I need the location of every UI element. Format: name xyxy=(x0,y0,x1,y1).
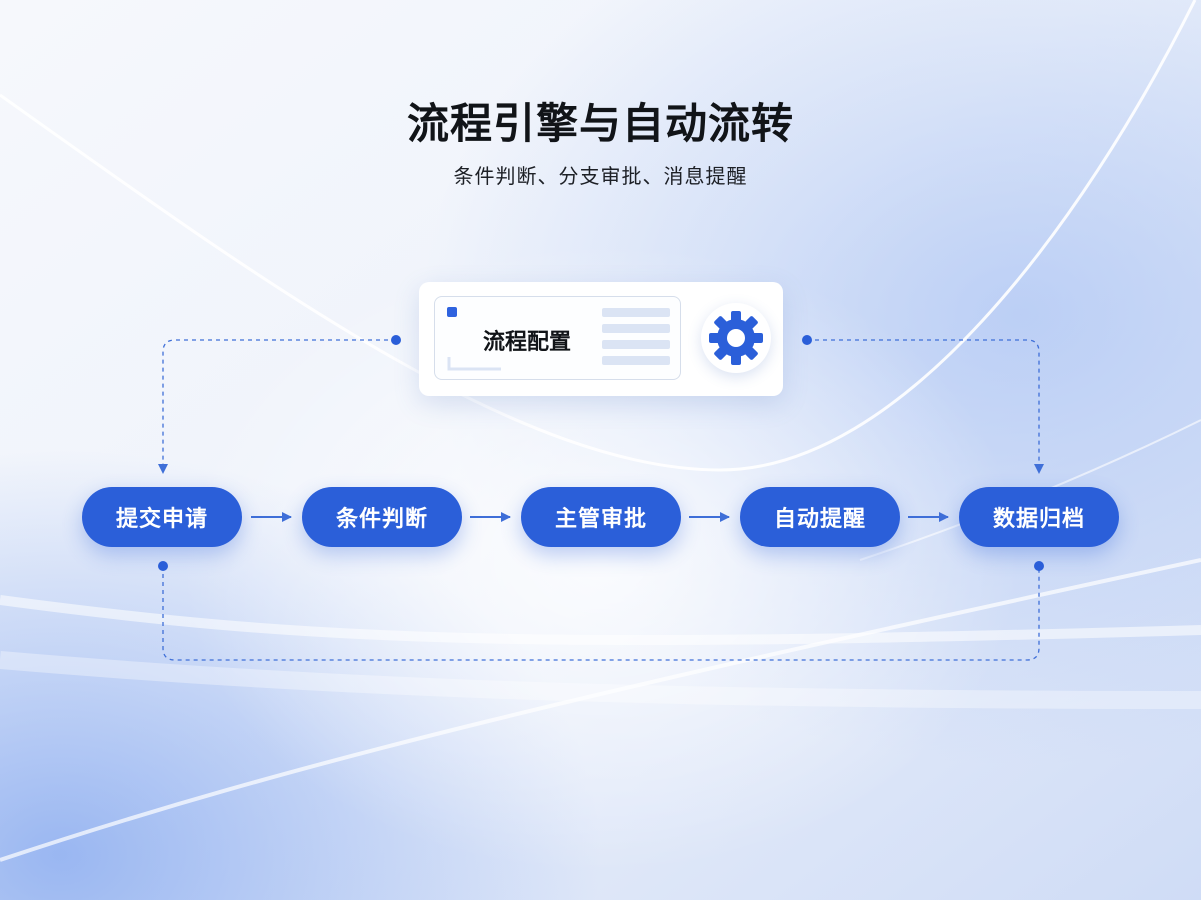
config-label: 流程配置 xyxy=(483,330,572,355)
settings-button[interactable] xyxy=(701,303,771,373)
config-panel: 流程配置 xyxy=(434,296,681,380)
step-auto-reminder[interactable]: 自动提醒 xyxy=(740,487,900,547)
page-subtitle: 条件判断、分支审批、消息提醒 xyxy=(453,164,748,188)
page-title: 流程引擎与自动流转 xyxy=(406,99,794,148)
config-lines-decoration xyxy=(447,308,670,371)
process-config-card[interactable]: 流程配置 xyxy=(419,282,783,396)
config-marker xyxy=(447,307,457,317)
step-manager-approval[interactable]: 主管审批 xyxy=(521,487,681,547)
gear-icon xyxy=(709,311,763,365)
step-data-archive[interactable]: 数据归档 xyxy=(959,487,1119,547)
step-condition-check[interactable]: 条件判断 xyxy=(302,487,462,547)
step-submit-application[interactable]: 提交申请 xyxy=(82,487,242,547)
